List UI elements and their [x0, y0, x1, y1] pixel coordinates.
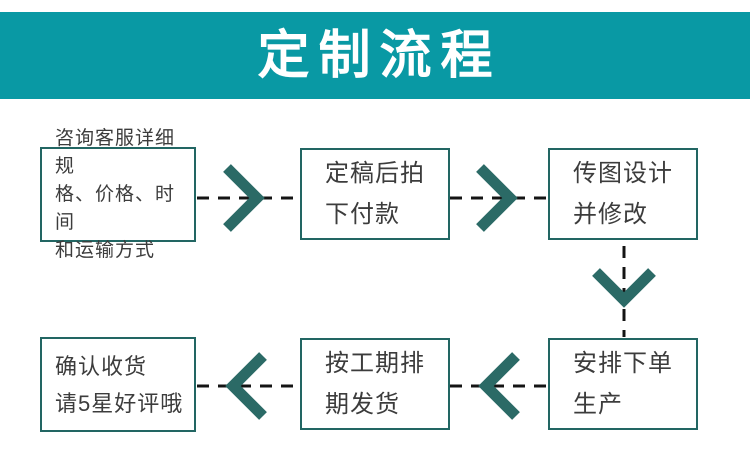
step-box-receipt: 确认收货 请5星好评哦: [40, 337, 198, 435]
step-text-line: 下付款: [325, 201, 400, 228]
step-text-line: 请5星好评哦: [55, 390, 184, 416]
step-text-line: 生产: [573, 391, 623, 418]
step-box-shipping: 按工期排 期发货: [300, 338, 452, 433]
step-box-design: 传图设计 并修改: [548, 148, 700, 243]
step-text-line: 并修改: [573, 201, 648, 228]
step-text-line: 格、价格、时间: [55, 183, 176, 233]
arrow-down-icon: [592, 246, 656, 337]
step-box-consult: 咨询客服详细规 格、价格、时间 和运输方式: [40, 128, 198, 261]
step-text-line: 定稿后拍: [325, 160, 425, 187]
step-text-line: 和运输方式: [55, 239, 156, 261]
step-text-line: 传图设计: [573, 160, 673, 187]
arrow-left-icon: [197, 352, 299, 420]
step-text-line: 安排下单: [573, 350, 673, 377]
step-text-line: 确认收货: [55, 353, 148, 379]
arrow-right-icon: [450, 164, 550, 232]
banner: 定制流程: [0, 12, 750, 99]
step-text-line: 按工期排: [325, 350, 425, 377]
step-box-payment: 定稿后拍 下付款: [300, 148, 452, 243]
step-text-line: 咨询客服详细规: [55, 127, 176, 177]
page-title: 定制流程: [257, 26, 502, 85]
arrow-right-icon: [197, 164, 299, 232]
arrow-left-icon: [450, 352, 550, 420]
step-box-production: 安排下单 生产: [548, 338, 700, 433]
step-text-line: 期发货: [325, 391, 400, 418]
